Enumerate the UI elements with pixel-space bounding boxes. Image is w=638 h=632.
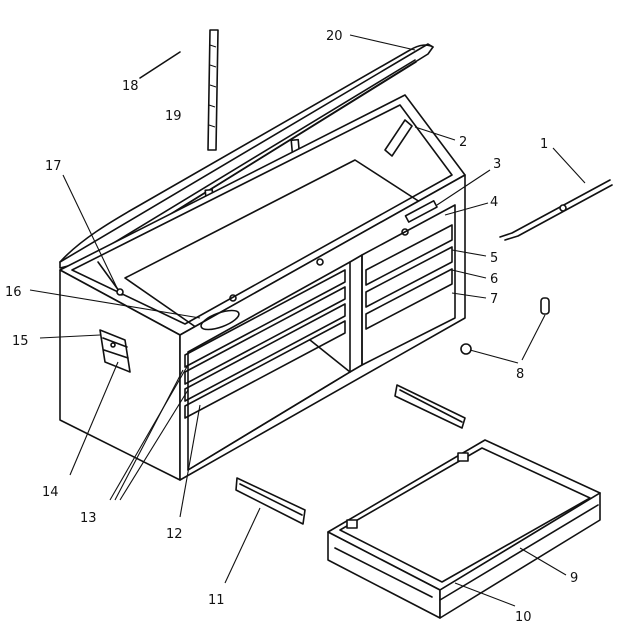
callout-18: 18 <box>122 79 139 94</box>
callout-5: 5 <box>490 251 498 266</box>
chest-body <box>59 94 466 481</box>
callout-14: 14 <box>42 485 59 500</box>
callout-11: 11 <box>208 593 225 608</box>
callout-19: 19 <box>165 109 182 124</box>
callout-6: 6 <box>490 272 498 287</box>
callouts: 1 2 3 4 5 6 7 8 9 10 11 12 13 14 15 16 1… <box>5 29 578 625</box>
callout-4: 4 <box>490 195 498 210</box>
lock-cylinder <box>460 297 550 355</box>
callout-15: 15 <box>12 334 29 349</box>
hinge-strip <box>207 29 219 151</box>
callout-8: 8 <box>516 367 524 382</box>
callout-2: 2 <box>459 135 467 150</box>
drawer-slide <box>235 477 306 525</box>
callout-7: 7 <box>490 292 498 307</box>
callout-10: 10 <box>515 610 532 625</box>
callout-16: 16 <box>5 285 22 300</box>
drawer-slide-upper <box>394 384 466 429</box>
callout-20: 20 <box>326 29 343 44</box>
callout-13: 13 <box>80 511 97 526</box>
callout-17: 17 <box>45 159 62 174</box>
lock-rod <box>499 179 613 241</box>
callout-1: 1 <box>540 137 548 152</box>
side-handle <box>99 329 131 373</box>
drawer <box>327 439 601 619</box>
callout-9: 9 <box>570 571 578 586</box>
pin <box>139 51 181 79</box>
callout-3: 3 <box>493 157 501 172</box>
leader-lines <box>29 34 586 607</box>
callout-12: 12 <box>166 527 183 542</box>
